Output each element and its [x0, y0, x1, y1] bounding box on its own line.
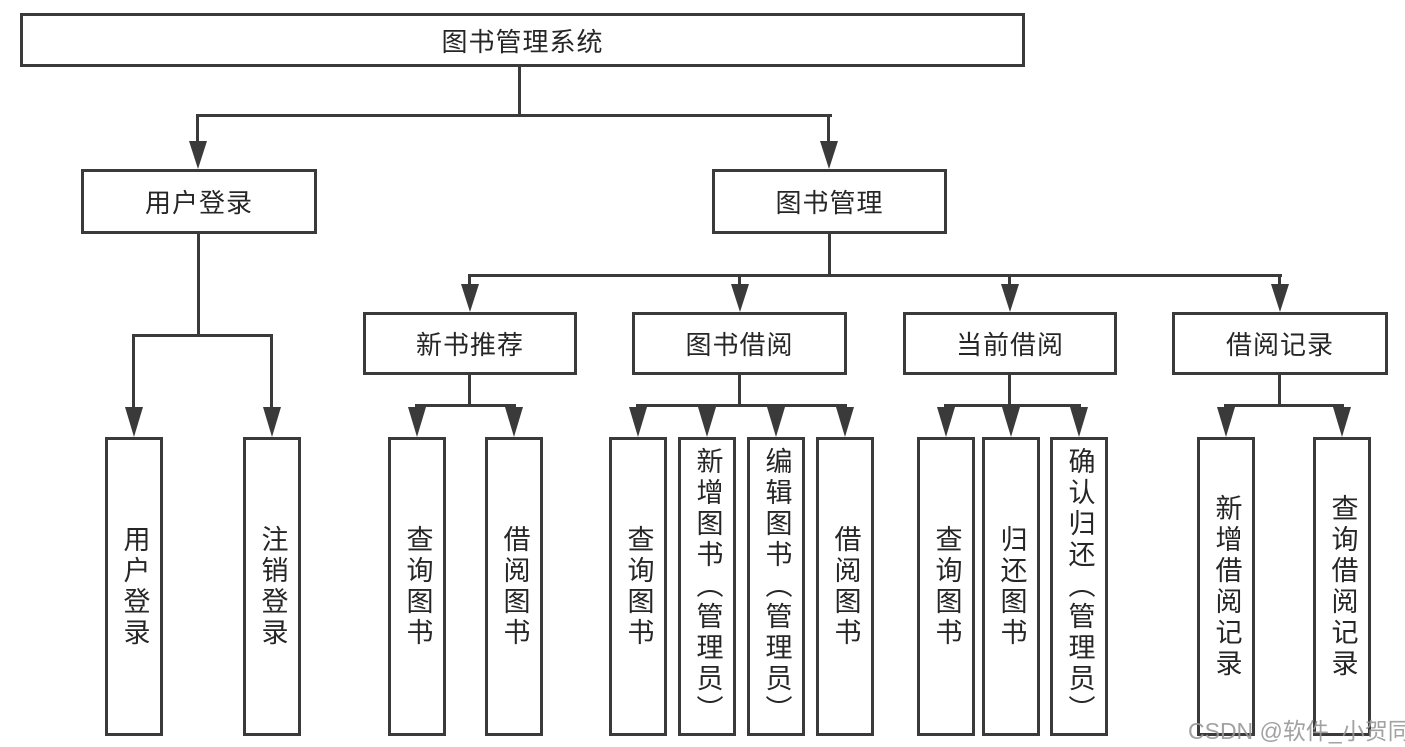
leaf-borrow-book: 借阅图书: [816, 437, 874, 736]
connector-line: [1278, 375, 1281, 407]
node-book-management: 图书管理: [712, 169, 947, 234]
connector-line: [132, 334, 135, 410]
leaf-borrow-query: 查询图书: [609, 437, 667, 736]
leaf-record-query-label: 查询借阅记录: [1327, 493, 1358, 680]
watermark: CSDN @软件_小贺同学: [1188, 718, 1405, 744]
leaf-borrow-book-label: 借阅图书: [830, 524, 861, 649]
arrow-down-icon: [731, 284, 749, 312]
leaf-borrow-add-admin-label: 新增图书（管理员）: [692, 447, 723, 726]
arrow-down-icon: [408, 407, 426, 437]
leaf-user-login: 用户登录: [105, 437, 163, 736]
leaf-record-query: 查询借阅记录: [1313, 437, 1371, 736]
leaf-confirm-return-admin: 确认归还（管理员）: [1050, 437, 1108, 736]
connector-line: [518, 67, 521, 117]
leaf-borrow-edit-admin-label: 编辑图书（管理员）: [761, 447, 792, 726]
leaf-logout-label: 注销登录: [257, 524, 288, 649]
leaf-newbook-borrow-label: 借阅图书: [499, 524, 530, 649]
leaf-return-book-label: 归还图书: [996, 524, 1027, 649]
connector-line: [196, 114, 832, 117]
node-borrowing-records: 借阅记录: [1172, 312, 1388, 375]
arrow-down-icon: [698, 407, 716, 437]
arrow-down-icon: [1001, 284, 1019, 312]
leaf-current-query: 查询图书: [917, 437, 975, 736]
arrow-down-icon: [1217, 407, 1235, 437]
node-book-borrowing: 图书借阅: [632, 312, 847, 375]
connector-line: [1224, 404, 1344, 407]
node-new-book-recommend: 新书推荐: [363, 312, 577, 375]
arrow-down-icon: [937, 407, 955, 437]
leaf-newbook-query: 查询图书: [388, 437, 446, 736]
leaf-borrow-edit-admin: 编辑图书（管理员）: [747, 437, 805, 736]
connector-line: [738, 274, 741, 286]
connector-line: [415, 404, 516, 407]
leaf-confirm-return-admin-label: 确认归还（管理员）: [1064, 447, 1095, 726]
arrow-down-icon: [820, 141, 838, 169]
arrow-down-icon: [505, 407, 523, 437]
leaf-newbook-borrow: 借阅图书: [485, 437, 543, 736]
leaf-borrow-add-admin: 新增图书（管理员）: [678, 437, 736, 736]
connector-line: [132, 334, 273, 337]
connector-line: [828, 234, 831, 277]
arrow-down-icon: [1070, 407, 1088, 437]
node-user-login: 用户登录: [81, 169, 317, 234]
leaf-user-login-label: 用户登录: [119, 524, 150, 649]
connector-line: [270, 334, 273, 410]
arrow-down-icon: [767, 407, 785, 437]
connector-line: [1008, 274, 1011, 286]
arrow-down-icon: [263, 407, 281, 437]
connector-line: [468, 274, 471, 286]
connector-line: [636, 404, 847, 407]
leaf-borrow-query-label: 查询图书: [623, 524, 654, 649]
arrow-down-icon: [189, 141, 207, 169]
arrow-down-icon: [1271, 284, 1289, 312]
node-current-borrowing: 当前借阅: [903, 312, 1117, 375]
connector-line: [197, 234, 200, 337]
arrow-down-icon: [1333, 407, 1351, 437]
arrow-down-icon: [125, 407, 143, 437]
connector-line: [196, 114, 199, 142]
connector-line: [1278, 274, 1281, 286]
leaf-record-add-label: 新增借阅记录: [1211, 493, 1242, 680]
arrow-down-icon: [1002, 407, 1020, 437]
connector-line: [1008, 375, 1011, 407]
leaf-logout: 注销登录: [243, 437, 301, 736]
node-root: 图书管理系统: [20, 13, 1025, 67]
arrow-down-icon: [836, 407, 854, 437]
connector-line: [944, 404, 1081, 407]
arrow-down-icon: [461, 284, 479, 312]
connector-line: [827, 114, 830, 142]
connector-line: [738, 375, 741, 407]
leaf-newbook-query-label: 查询图书: [402, 524, 433, 649]
connector-line: [468, 274, 1282, 277]
leaf-return-book: 归还图书: [982, 437, 1040, 736]
leaf-record-add: 新增借阅记录: [1197, 437, 1255, 736]
arrow-down-icon: [629, 407, 647, 437]
connector-line: [468, 375, 471, 407]
leaf-current-query-label: 查询图书: [931, 524, 962, 649]
